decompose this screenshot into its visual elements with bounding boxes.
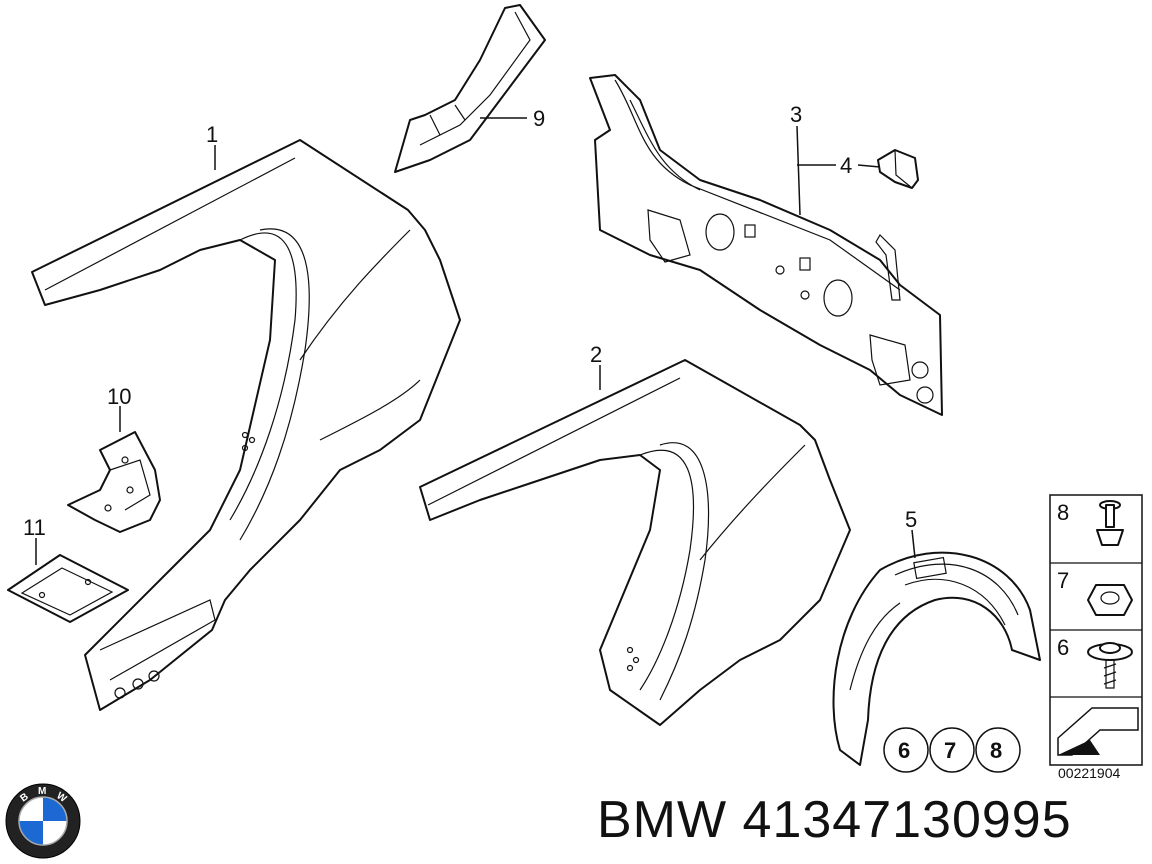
bmw-logo-icon: B M W [5, 783, 81, 859]
screw-washer-icon [1087, 642, 1133, 689]
legend-label-6: 6 [1057, 635, 1069, 660]
kit-circle-8: 8 [990, 738, 1002, 763]
part-10-bracket [67, 431, 161, 533]
callout-2: 2 [590, 342, 602, 367]
legend-label-7: 7 [1057, 568, 1069, 593]
callout-5: 5 [905, 507, 917, 532]
part-4-bracket [877, 149, 919, 189]
hex-nut-icon [1087, 584, 1133, 616]
callout-9: 9 [533, 106, 545, 131]
kit-circle-7: 7 [944, 738, 956, 763]
kit-circles: 6 7 8 [883, 727, 1021, 773]
callout-4: 4 [840, 153, 852, 178]
callout-leaders [35, 117, 916, 565]
callout-10: 10 [107, 384, 131, 409]
legend-label-8: 8 [1057, 500, 1069, 525]
part-9-reinforcement [394, 4, 546, 173]
callout-3: 3 [790, 102, 802, 127]
callout-11: 11 [23, 515, 46, 540]
part-11-pad [7, 554, 129, 623]
part-5-wheel-arch-liner [832, 551, 1041, 766]
part-number-title: BMW 41347130995 [597, 791, 1072, 849]
logo-letter-m: M [38, 786, 46, 797]
part-2-side-panel [419, 359, 851, 726]
callout-1: 1 [206, 122, 218, 147]
part-1-side-panel [31, 139, 461, 711]
drawing-number: 00221904 [1058, 765, 1121, 781]
kit-circle-6: 6 [898, 738, 910, 763]
part-3-rear-panel [589, 74, 943, 416]
kit-arrow-icon [1057, 707, 1139, 756]
fastener-legend: 8 7 6 [1049, 494, 1143, 766]
clip-rivet-icon [1096, 500, 1124, 546]
